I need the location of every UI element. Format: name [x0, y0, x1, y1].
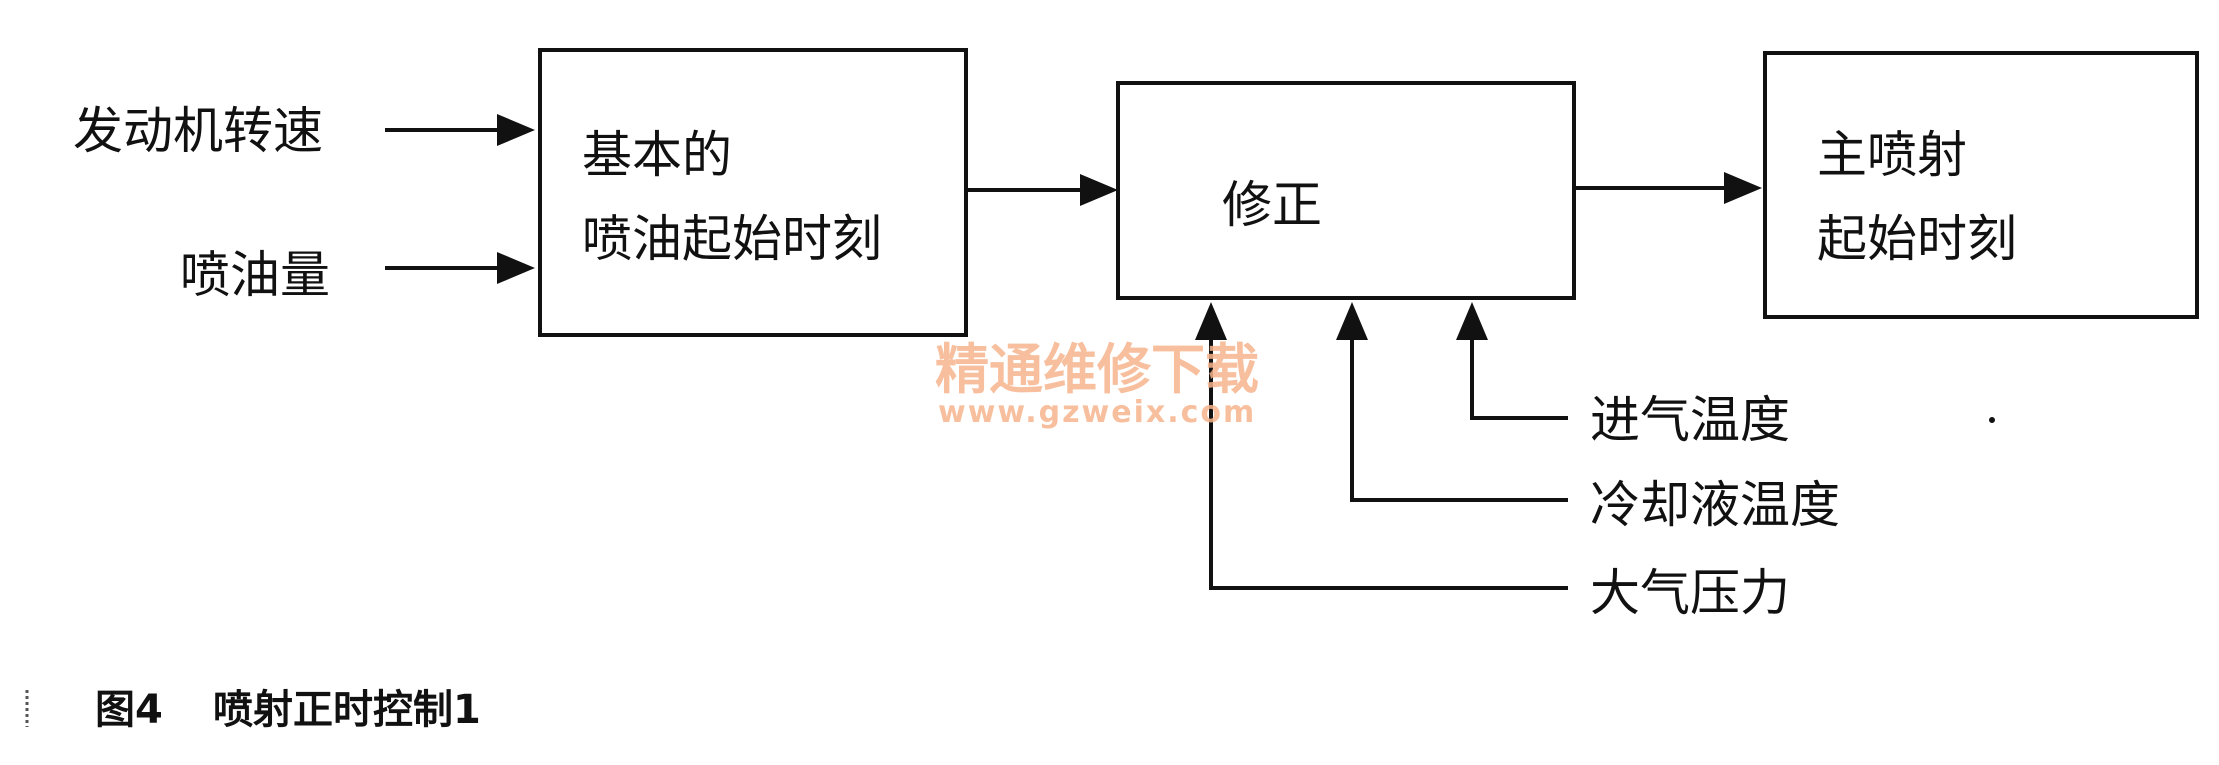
arrow-fuel-quantity — [385, 252, 535, 284]
box-main-line2: 起始时刻 — [1817, 210, 2017, 268]
box-main-line1: 主喷射 — [1817, 126, 1967, 184]
arrow-basic-to-correction — [968, 174, 1118, 206]
box-basic-line2: 喷油起始时刻 — [582, 210, 882, 268]
arrow-atm-pressure — [1195, 302, 1568, 590]
label-coolant-temp: 冷却液温度 — [1590, 476, 1840, 534]
label-intake-temp: 进气温度 — [1590, 391, 1790, 449]
arrow-intake-temp — [1456, 302, 1568, 420]
box-correction: 修正 — [1116, 81, 1576, 300]
input-engine-speed: 发动机转速 — [73, 102, 323, 160]
caption-title: 喷射正时控制1 — [213, 687, 481, 733]
label-atm-pressure: 大气压力 — [1590, 564, 1790, 622]
input-fuel-quantity: 喷油量 — [180, 246, 330, 304]
caption-number: 图4 — [95, 687, 163, 733]
box-correction-label: 修正 — [1222, 176, 1322, 234]
watermark-name: 精通维修下载 — [935, 338, 1259, 401]
arrow-coolant-temp — [1336, 302, 1568, 502]
box-basic-line1: 基本的 — [582, 126, 732, 184]
box-basic-injection-timing: 基本的 喷油起始时刻 — [538, 48, 968, 337]
speck — [1989, 417, 1995, 423]
arrow-engine-speed — [385, 114, 535, 146]
watermark-url: www.gzweix.com — [938, 395, 1256, 430]
box-main-injection-timing: 主喷射 起始时刻 — [1763, 51, 2199, 319]
arrow-correction-to-main — [1576, 172, 1762, 204]
